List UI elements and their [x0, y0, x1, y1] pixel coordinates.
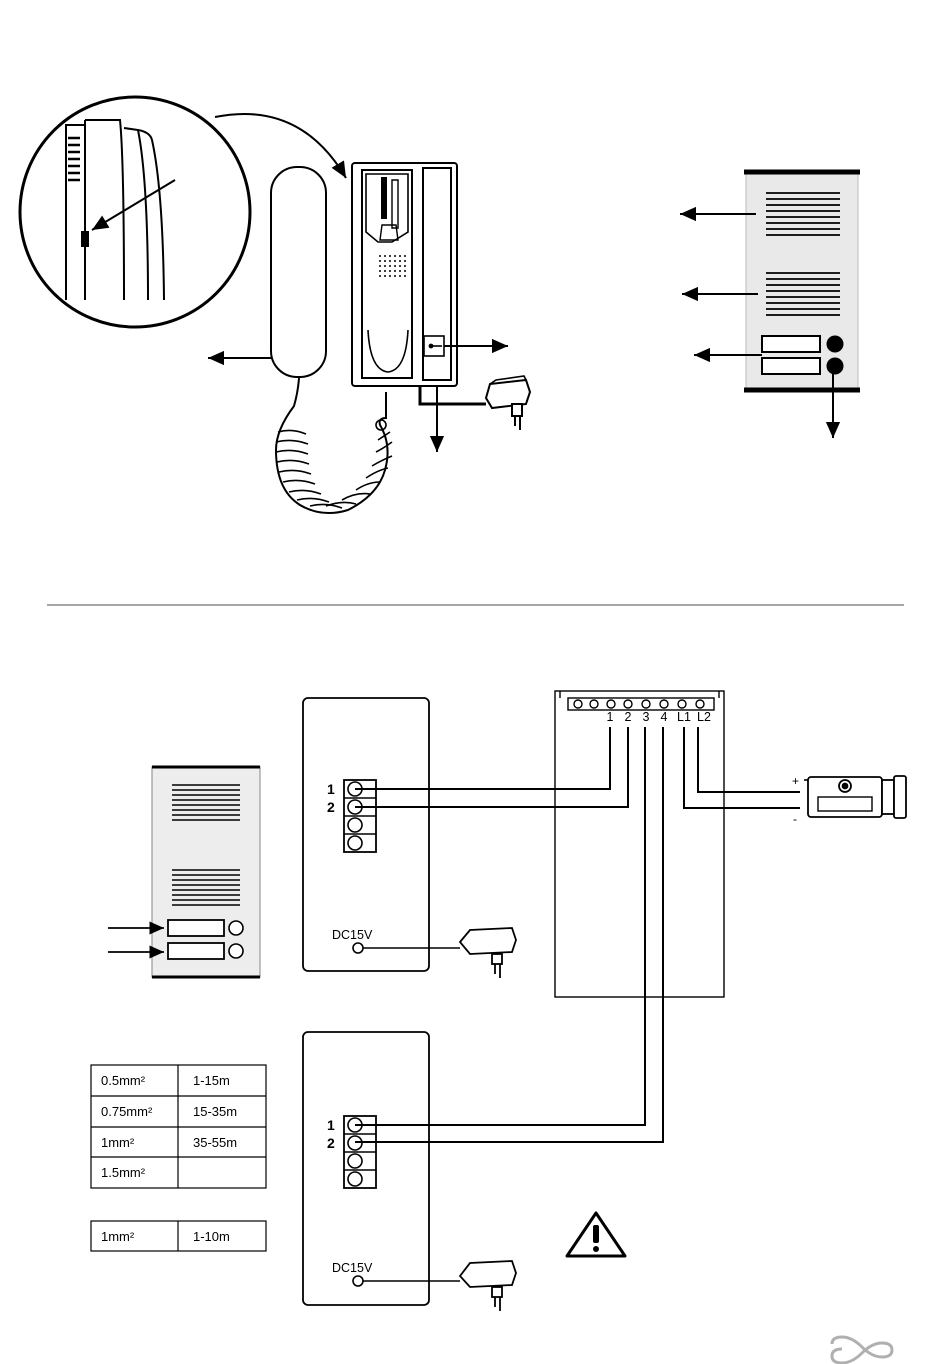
table-cell: 35-55m	[193, 1135, 237, 1150]
terminal-labels: 1 2 3 4 L1 L2	[607, 710, 711, 724]
power-adapter-icon	[486, 376, 530, 430]
terminal-label-3: 3	[643, 710, 650, 724]
terminal-label-l2: L2	[697, 710, 711, 724]
monitor-unit	[352, 163, 508, 452]
lock-plus-label: +	[792, 774, 799, 788]
door-panel-bottom	[108, 767, 260, 977]
brand-logo	[832, 1337, 892, 1363]
table-cell: 15-35m	[193, 1104, 237, 1119]
table-cell: 0.75mm²	[101, 1104, 153, 1119]
door-panel-top	[680, 172, 860, 438]
table-cell: 1mm²	[101, 1135, 135, 1150]
lock-cable-table-cells: 1mm² 1-10m	[101, 1229, 230, 1244]
power-adapter-icon	[460, 928, 516, 978]
monitor-cable	[420, 386, 486, 404]
monitor-1-terminal-1: 1	[327, 781, 335, 797]
terminal-label-4: 4	[661, 710, 668, 724]
terminal-label-2: 2	[625, 710, 632, 724]
table-cell: 0.5mm²	[101, 1073, 146, 1088]
door-lock-icon	[804, 776, 906, 818]
zoom-detail-circle	[20, 97, 250, 327]
monitor-2-power-label: DC15V	[332, 1261, 373, 1275]
table-cell: 1-15m	[193, 1073, 230, 1088]
table-cell: 1-10m	[193, 1229, 230, 1244]
monitor-2-terminal-1: 1	[327, 1117, 335, 1133]
monitor-1-terminal-2: 2	[327, 799, 335, 815]
table-cell: 1.5mm²	[101, 1165, 146, 1180]
power-adapter-icon	[460, 1261, 516, 1311]
lock-minus-label: -	[793, 812, 797, 826]
table-cell: 1mm²	[101, 1229, 135, 1244]
terminal-label-l1: L1	[677, 710, 691, 724]
terminal-label-1: 1	[607, 710, 614, 724]
monitor-1-power-label: DC15V	[332, 928, 373, 942]
wiring-lines	[355, 727, 800, 1142]
monitor-2-terminal-2: 2	[327, 1135, 335, 1151]
warning-icon	[567, 1213, 625, 1256]
